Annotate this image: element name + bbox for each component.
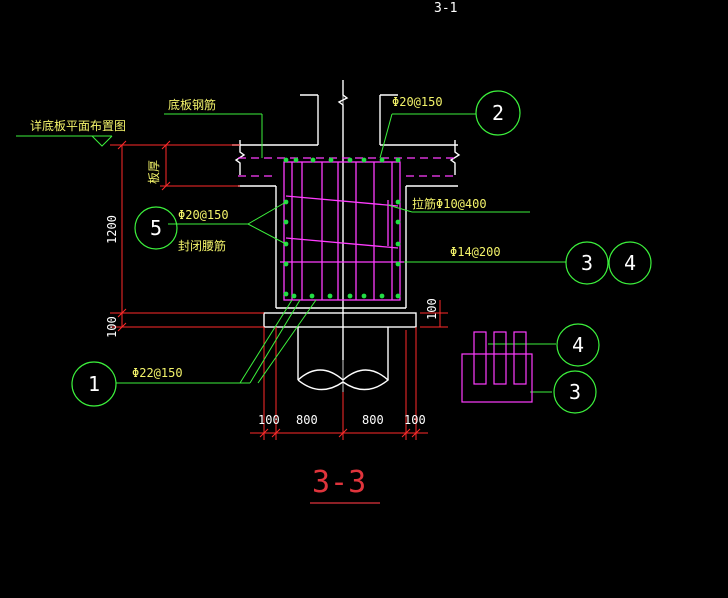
rebar-cage [238, 157, 458, 301]
section-title: 3-3 [312, 465, 366, 500]
top-partial-label: 3-1 [434, 1, 457, 16]
stirrup-detail [461, 331, 533, 403]
dim-bottom-right-half: 800 [362, 413, 384, 427]
svg-text:2: 2 [492, 101, 504, 125]
dim-bottom-right-edge: 100 [404, 413, 426, 427]
web-rebar-label: Φ14@200 [450, 245, 501, 259]
side-rebar-label: Φ20@150 [178, 208, 229, 222]
concrete-outline [232, 80, 461, 391]
dimension-lines [110, 140, 448, 440]
slab-thickness-label: 板厚 [147, 160, 161, 184]
svg-text:3: 3 [569, 380, 581, 404]
svg-text:4: 4 [624, 251, 636, 275]
svg-text:4: 4 [572, 333, 584, 357]
elevation-note: 详底板平面布置图 [30, 118, 126, 133]
callout-2: 2 [475, 90, 521, 136]
callout-3a: 3 [565, 241, 609, 285]
dim-cushion-right: 100 [425, 298, 439, 320]
dim-bottom-left-half: 800 [296, 413, 318, 427]
leader-lines [16, 113, 566, 393]
top-rebar-label: Φ20@150 [392, 95, 443, 109]
tie-bar-label: 拉筋Φ10@400 [412, 196, 487, 211]
slab-rebar-label: 底板钢筋 [168, 97, 216, 112]
svg-text:5: 5 [150, 216, 162, 240]
dim-height-total: 1200 [105, 215, 119, 244]
dim-cushion-left: 100 [105, 316, 119, 338]
svg-text:1: 1 [88, 372, 100, 396]
callout-1: 1 [71, 361, 117, 407]
callout-4a: 4 [608, 241, 652, 285]
dim-bottom-left-edge: 100 [258, 413, 280, 427]
callout-4b: 4 [556, 323, 600, 367]
closed-stirrup-label: 封闭腰筋 [178, 238, 226, 253]
rebar-dots [283, 157, 401, 299]
callout-5: 5 [134, 206, 178, 250]
callout-3b: 3 [553, 370, 597, 414]
bottom-rebar-label: Φ22@150 [132, 366, 183, 380]
svg-text:3: 3 [581, 251, 593, 275]
